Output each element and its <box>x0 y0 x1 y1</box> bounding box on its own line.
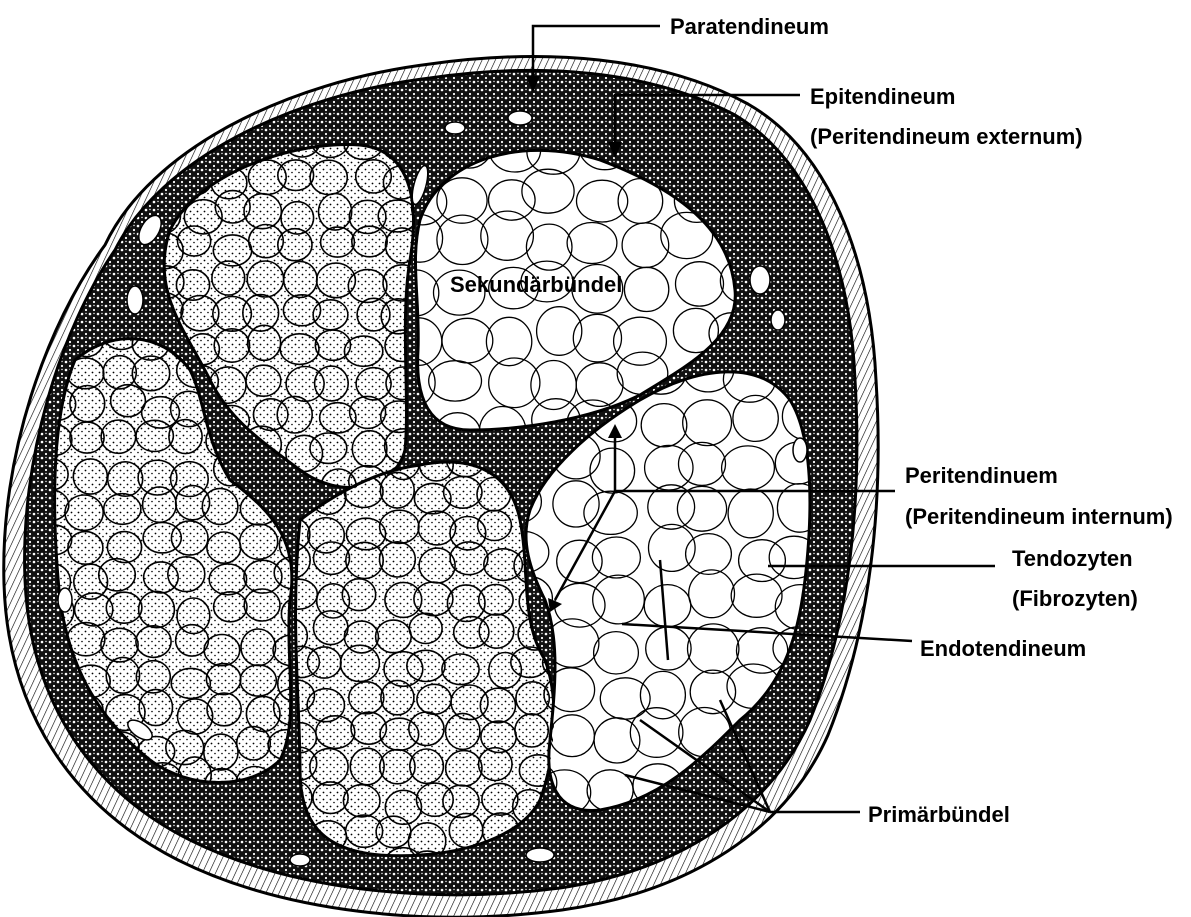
primary-bundle-cell <box>781 816 827 860</box>
secondary-bundles <box>55 144 810 855</box>
label-tendozyten-sub: (Fibrozyten) <box>1012 586 1138 611</box>
label-peritendinuem-sub: (Peritendineum internum) <box>905 504 1173 529</box>
primary-bundle-cell <box>39 799 78 835</box>
label-epitendineum-sub: (Peritendineum externum) <box>810 124 1083 149</box>
label-endotendineum: Endotendineum <box>920 636 1086 661</box>
secondary-bundle-label: Sekundärbündel <box>450 272 622 297</box>
primary-bundle-cell <box>824 816 869 861</box>
primary-bundle-cell <box>827 772 874 816</box>
label-primaerbuendel: Primärbündel <box>868 802 1010 827</box>
primary-bundle-cell <box>147 129 180 161</box>
label-tendozyten: Tendozyten <box>1012 546 1133 571</box>
label-epitendineum: Epitendineum <box>810 84 955 109</box>
label-paratendineum: Paratendineum <box>670 14 829 39</box>
label-peritendinuem: Peritendinuem <box>905 463 1058 488</box>
primary-bundle-cell <box>65 802 103 833</box>
